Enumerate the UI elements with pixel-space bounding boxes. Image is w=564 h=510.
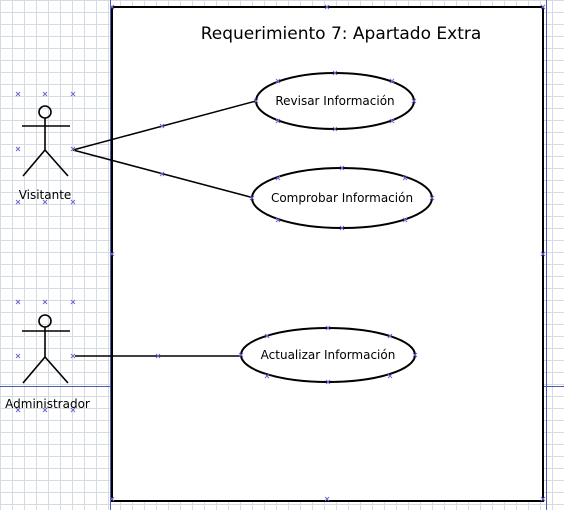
association-visitante-revisar[interactable] (72, 100, 257, 151)
selection-handles (15, 4, 546, 502)
actor-visitante[interactable] (22, 105, 70, 177)
actor-label-administrador: Administrador (5, 397, 90, 411)
actor-label-visitante: Visitante (18, 188, 72, 202)
association-visitante-comprobar[interactable] (72, 149, 255, 199)
page-edge-vertical-right (546, 0, 547, 510)
use-case-label-comprobar: Comprobar Información (270, 191, 414, 205)
actor-administrador[interactable] (22, 314, 70, 384)
use-case-label-actualizar: Actualizar Información (260, 348, 396, 362)
system-title: Requerimiento 7: Apartado Extra (200, 24, 482, 44)
use-case-label-revisar: Revisar Información (275, 94, 395, 108)
